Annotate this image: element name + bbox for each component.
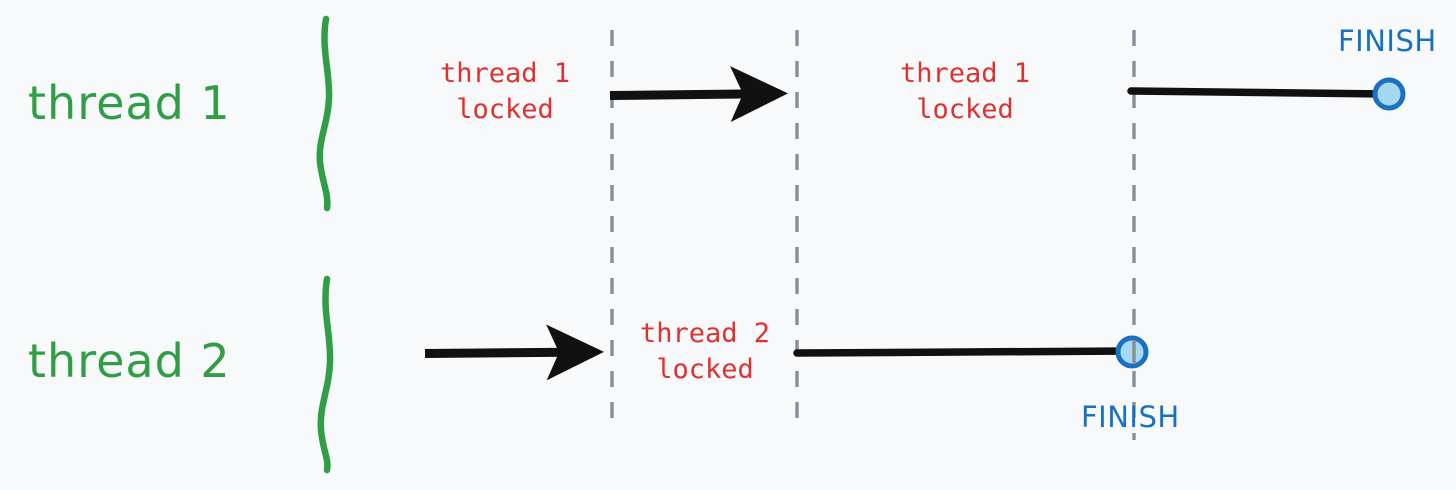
thread-1-locked-label-second: thread 1 locked xyxy=(899,58,1031,125)
thread-2-lane-label: thread 2 xyxy=(28,334,231,388)
finish-label-thread-1: FINISH xyxy=(1338,24,1437,58)
thread-1-lane-label: thread 1 xyxy=(28,76,231,130)
finish-circle-thread-1-icon xyxy=(1372,77,1406,111)
finish-circle-thread-2-icon xyxy=(1115,335,1149,369)
finish-label-thread-2: FINISH xyxy=(1081,400,1180,434)
thread-1-brace-icon xyxy=(316,15,333,212)
thread-2-brace-icon xyxy=(317,275,334,474)
thread-1-run-segment xyxy=(1127,87,1390,98)
thread-1-arrow xyxy=(609,66,788,122)
thread-2-locked-label: thread 2 locked xyxy=(639,318,771,385)
thread-2-run-segment xyxy=(793,347,1135,357)
thread-1-locked-label-first: thread 1 locked xyxy=(439,58,571,125)
thread-2-arrow xyxy=(424,324,604,381)
